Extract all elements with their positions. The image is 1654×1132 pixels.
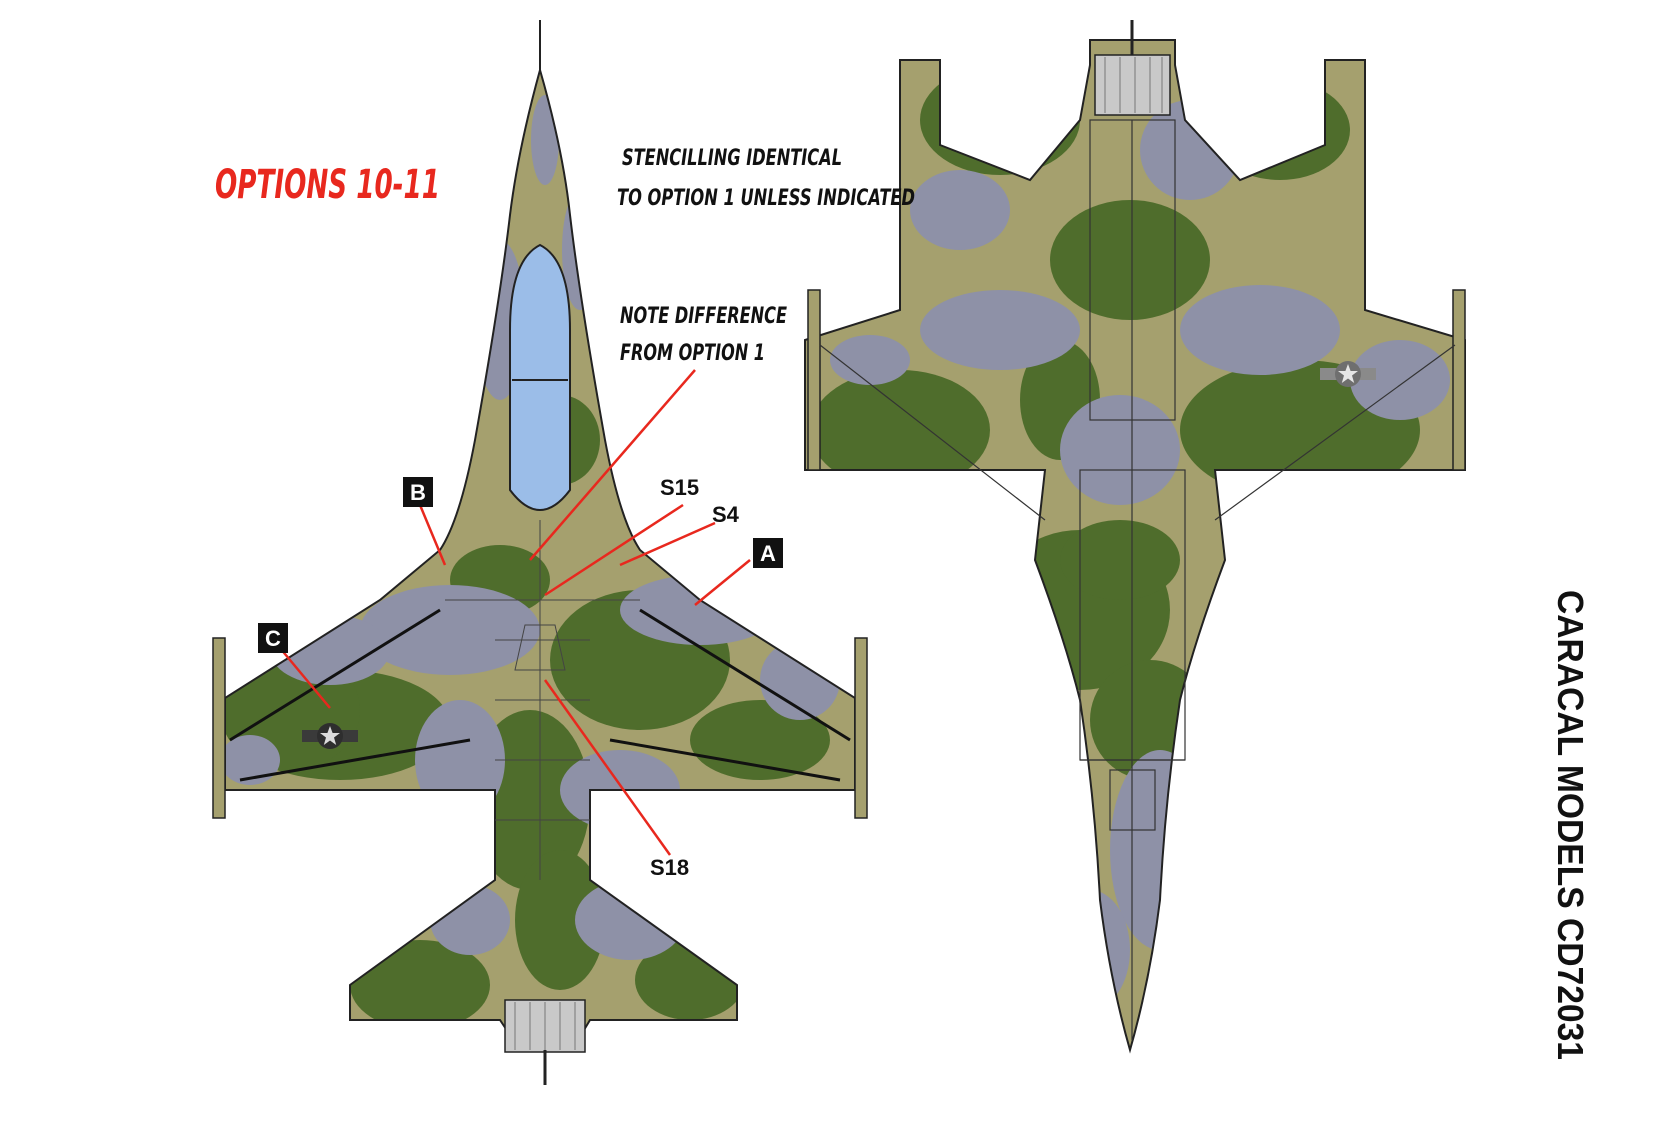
brand-label: CARACAL MODELS CD72031: [1550, 590, 1591, 1060]
leader-a: [694, 559, 751, 606]
leader-s15: [544, 503, 684, 597]
svg-text:A: A: [760, 541, 776, 566]
callout-leader-lines: [279, 369, 751, 856]
callout-b: B: [403, 477, 433, 507]
svg-text:B: B: [410, 480, 426, 505]
stencil-label-s18: S18: [650, 855, 689, 880]
leader-s18: [543, 679, 672, 856]
stencil-label-s15: S15: [660, 475, 699, 500]
stencil-note-line1: STENCILLING IDENTICAL: [622, 146, 842, 171]
leader-note-difference: [529, 369, 696, 561]
svg-text:C: C: [265, 626, 281, 651]
leader-b: [418, 504, 447, 566]
stencil-label-s4: S4: [712, 502, 740, 527]
bottom-view-aircraft: [804, 20, 1466, 1054]
leader-s4: [619, 521, 716, 567]
callout-a: A: [753, 538, 783, 568]
exhaust-nozzle: [1094, 54, 1171, 116]
star-and-bar-insignia-icon: [302, 723, 358, 749]
difference-note-line1: NOTE DIFFERENCE: [620, 304, 787, 329]
star-and-bar-insignia-icon: [1320, 361, 1376, 387]
page-title: OPTIONS 10-11: [215, 162, 440, 208]
leader-c: [279, 647, 331, 709]
canopy: [509, 243, 571, 512]
difference-note-line2: FROM OPTION 1: [620, 341, 765, 366]
callout-c: C: [258, 623, 288, 653]
stencil-note-line2: TO OPTION 1 UNLESS INDICATED: [617, 186, 915, 211]
